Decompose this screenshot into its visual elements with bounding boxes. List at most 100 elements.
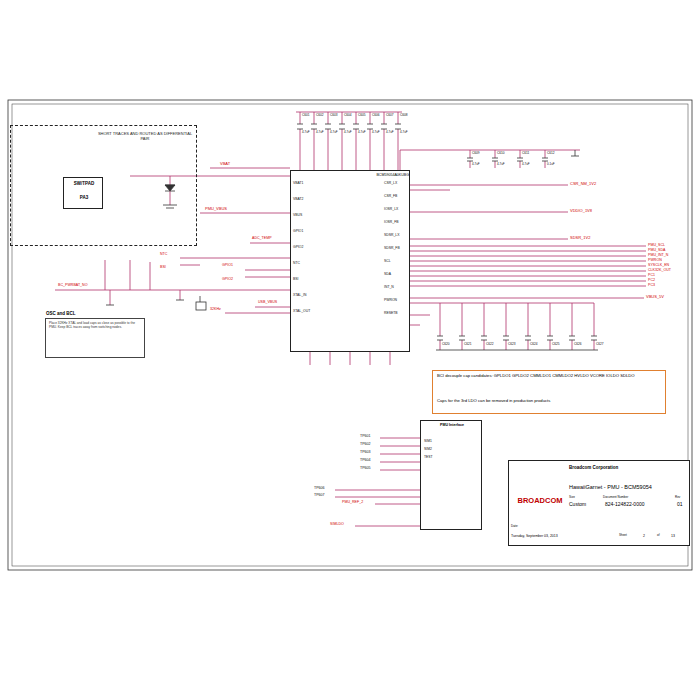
net-label: USB_VBUS — [258, 301, 277, 305]
net-label: 32KHz — [210, 308, 221, 312]
net-label: BSI — [160, 266, 166, 270]
net-label: CSR_NM_1V2 — [570, 182, 596, 186]
net-label: 4.7uF — [316, 131, 324, 134]
net-label: SYSCLK_EN — [648, 264, 669, 268]
net-label: GPIO1 — [293, 230, 303, 234]
net-label: SDSR_FB — [384, 247, 400, 251]
net-label: C606 — [372, 114, 380, 118]
net-label: PC3 — [648, 284, 655, 288]
net-label: C620 — [442, 343, 450, 347]
net-label: C603 — [330, 114, 338, 118]
net-label: PMU_REF_2 — [342, 501, 363, 505]
net-label: SIM2 — [424, 448, 432, 452]
block-text: Date: — [511, 525, 531, 528]
block-text: Place 32KHz XTAL and load caps as close … — [49, 322, 143, 329]
schematic-block: BCI decouple cap candidates: GPLDO1 GPLD… — [432, 370, 666, 414]
block-text: 824-124822-0000 — [605, 502, 671, 508]
net-label: C612 — [547, 152, 555, 156]
net-label: VDDIO_1V8 — [570, 209, 592, 213]
block-text: Sheet — [619, 534, 637, 537]
net-label: VBUS — [293, 214, 302, 218]
net-label: GPIO2 — [222, 278, 233, 282]
net-label: PC1 — [648, 274, 655, 278]
net-label: C627 — [596, 343, 604, 347]
schematic-block: BROADCOMBroadcom CorporationHawaiiGarnet… — [508, 460, 690, 546]
block-text: of — [657, 534, 665, 537]
net-label: TEST — [424, 456, 433, 460]
net-label: SCL — [384, 260, 391, 264]
net-label: GPIO1 — [222, 264, 233, 268]
net-label: TP602 — [360, 443, 371, 447]
schematic-block: SW/TPAD PA3 — [63, 177, 103, 209]
block-text: SW/TPAD — [66, 181, 102, 186]
net-label: C621 — [464, 343, 472, 347]
net-label: PMU_INT_N — [648, 254, 668, 258]
net-label: TP605 — [360, 467, 371, 471]
net-label: INT_N — [384, 286, 394, 290]
net-label: VBAT — [220, 162, 230, 166]
net-label: VBUS_5V — [646, 295, 664, 299]
block-text: Caps for the 3rd LDO can be removed in p… — [437, 399, 663, 404]
net-label: 4.7uF — [330, 131, 338, 134]
net-label: PMU_VBUS — [205, 207, 227, 211]
net-label: 4.7uF — [344, 131, 352, 134]
net-label: IOSR_LX — [384, 208, 398, 212]
block-text: Broadcom Corporation — [569, 465, 687, 470]
net-label: 4.7uF — [472, 163, 480, 166]
net-label: NTC — [293, 262, 300, 266]
net-label: XTAL_IN — [293, 294, 307, 298]
net-label: IOSR_FB — [384, 221, 399, 225]
net-label: TP604 — [360, 459, 371, 463]
net-label: C625 — [552, 343, 560, 347]
block-text: Document Number — [603, 496, 663, 499]
net-label: XTAL_OUT — [293, 310, 310, 314]
block-text: PA3 — [66, 195, 102, 200]
net-label: C623 — [508, 343, 516, 347]
net-label: VBAT1 — [293, 182, 304, 186]
net-label: TP603 — [360, 451, 371, 455]
net-label: C602 — [316, 114, 324, 118]
net-label: 4.7uF — [302, 131, 310, 134]
net-label: PMU_SDA — [648, 249, 665, 253]
block-text: Custom — [569, 502, 601, 508]
net-label: CSR_LX — [384, 182, 397, 186]
net-label: 4.7uF — [497, 163, 505, 166]
net-label: BC_PWRBAT_NO — [58, 284, 88, 288]
net-label: 4.7uF — [400, 131, 408, 134]
net-label: C608 — [400, 114, 408, 118]
net-label: C622 — [486, 343, 494, 347]
net-label: ADC_TEMP — [252, 237, 272, 241]
block-text: BCM59054A0KUBG — [349, 173, 409, 177]
net-label: C611 — [522, 152, 529, 156]
net-label: C609 — [472, 152, 480, 156]
net-label: SIMLDO — [330, 523, 344, 527]
net-label: PWRON — [384, 299, 397, 303]
net-label: TP606 — [314, 487, 325, 491]
net-label: GPIO2 — [293, 246, 303, 250]
schematic-block: OSC and BCLPlace 32KHz XTAL and load cap… — [45, 318, 145, 358]
block-text: Rev — [675, 496, 689, 499]
net-label: SDSR_LX — [384, 234, 399, 238]
net-label: CLK32K_OUT — [648, 269, 671, 273]
net-label: 4.7uF — [372, 131, 380, 134]
net-label: NTC — [160, 253, 167, 257]
block-text: 13 — [671, 534, 685, 538]
net-label: SIM1 — [424, 440, 432, 444]
net-label: TP601 — [360, 435, 371, 439]
net-label: C601 — [302, 114, 310, 118]
net-label: SDSR_1V2 — [570, 236, 590, 240]
net-label: 4.7uF — [358, 131, 366, 134]
net-label: CSR_FB — [384, 195, 397, 199]
block-text: 2 — [643, 534, 651, 538]
net-label: PMU_SCL — [648, 244, 665, 248]
block-text: 01 — [677, 502, 689, 508]
net-label: PC2 — [648, 279, 655, 283]
block-text: BCI decouple cap candidates: GPLDO1 GPLD… — [437, 374, 663, 379]
net-label: C610 — [497, 152, 505, 156]
schematic-block: SHORT TRACES AND ROUTED AS DIFFERENTIAL … — [10, 125, 197, 246]
net-label: C626 — [574, 343, 582, 347]
block-text: Size — [569, 496, 591, 499]
block-text: SHORT TRACES AND ROUTED AS DIFFERENTIAL … — [97, 132, 193, 141]
schematic-block: PMU Interface — [420, 420, 482, 530]
net-label: 4.7uF — [522, 163, 530, 166]
